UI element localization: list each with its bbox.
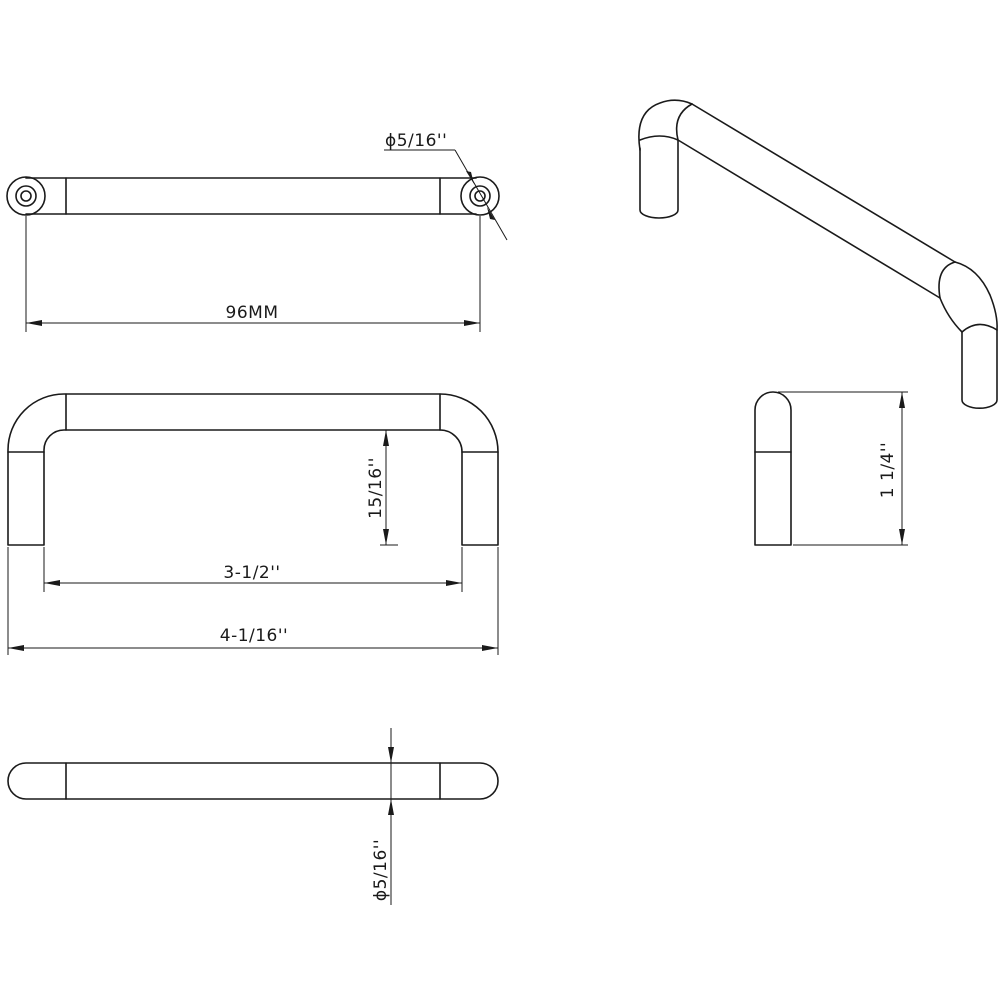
overall-length-label: 4-1/16'' [220, 626, 288, 646]
bottom-view: ϕ5/16'' [7, 728, 499, 905]
height-label: 15/16'' [366, 457, 386, 519]
arrowhead [26, 320, 42, 326]
right-hole-inner [474, 190, 486, 202]
left-hole-inner [20, 190, 32, 202]
hole-diameter-label: ϕ5/16'' [385, 131, 447, 151]
side-view: 1 1/4'' [754, 391, 908, 546]
isometric-view [638, 99, 998, 410]
left-hole-outer [15, 185, 37, 207]
left-end-outer [6, 176, 46, 216]
bar-diameter-label: ϕ5/16'' [371, 839, 391, 901]
projection-label: 1 1/4'' [878, 442, 898, 498]
front-view: 15/16'' 3-1/2'' 4-1/16'' [7, 393, 499, 655]
right-hole-outer [469, 185, 491, 207]
right-end-outer [460, 176, 500, 216]
arrowhead [464, 320, 480, 326]
top-view: ϕ5/16'' 96MM [6, 131, 508, 332]
center-to-center-label: 96MM [226, 303, 279, 323]
inner-width-label: 3-1/2'' [223, 563, 280, 583]
